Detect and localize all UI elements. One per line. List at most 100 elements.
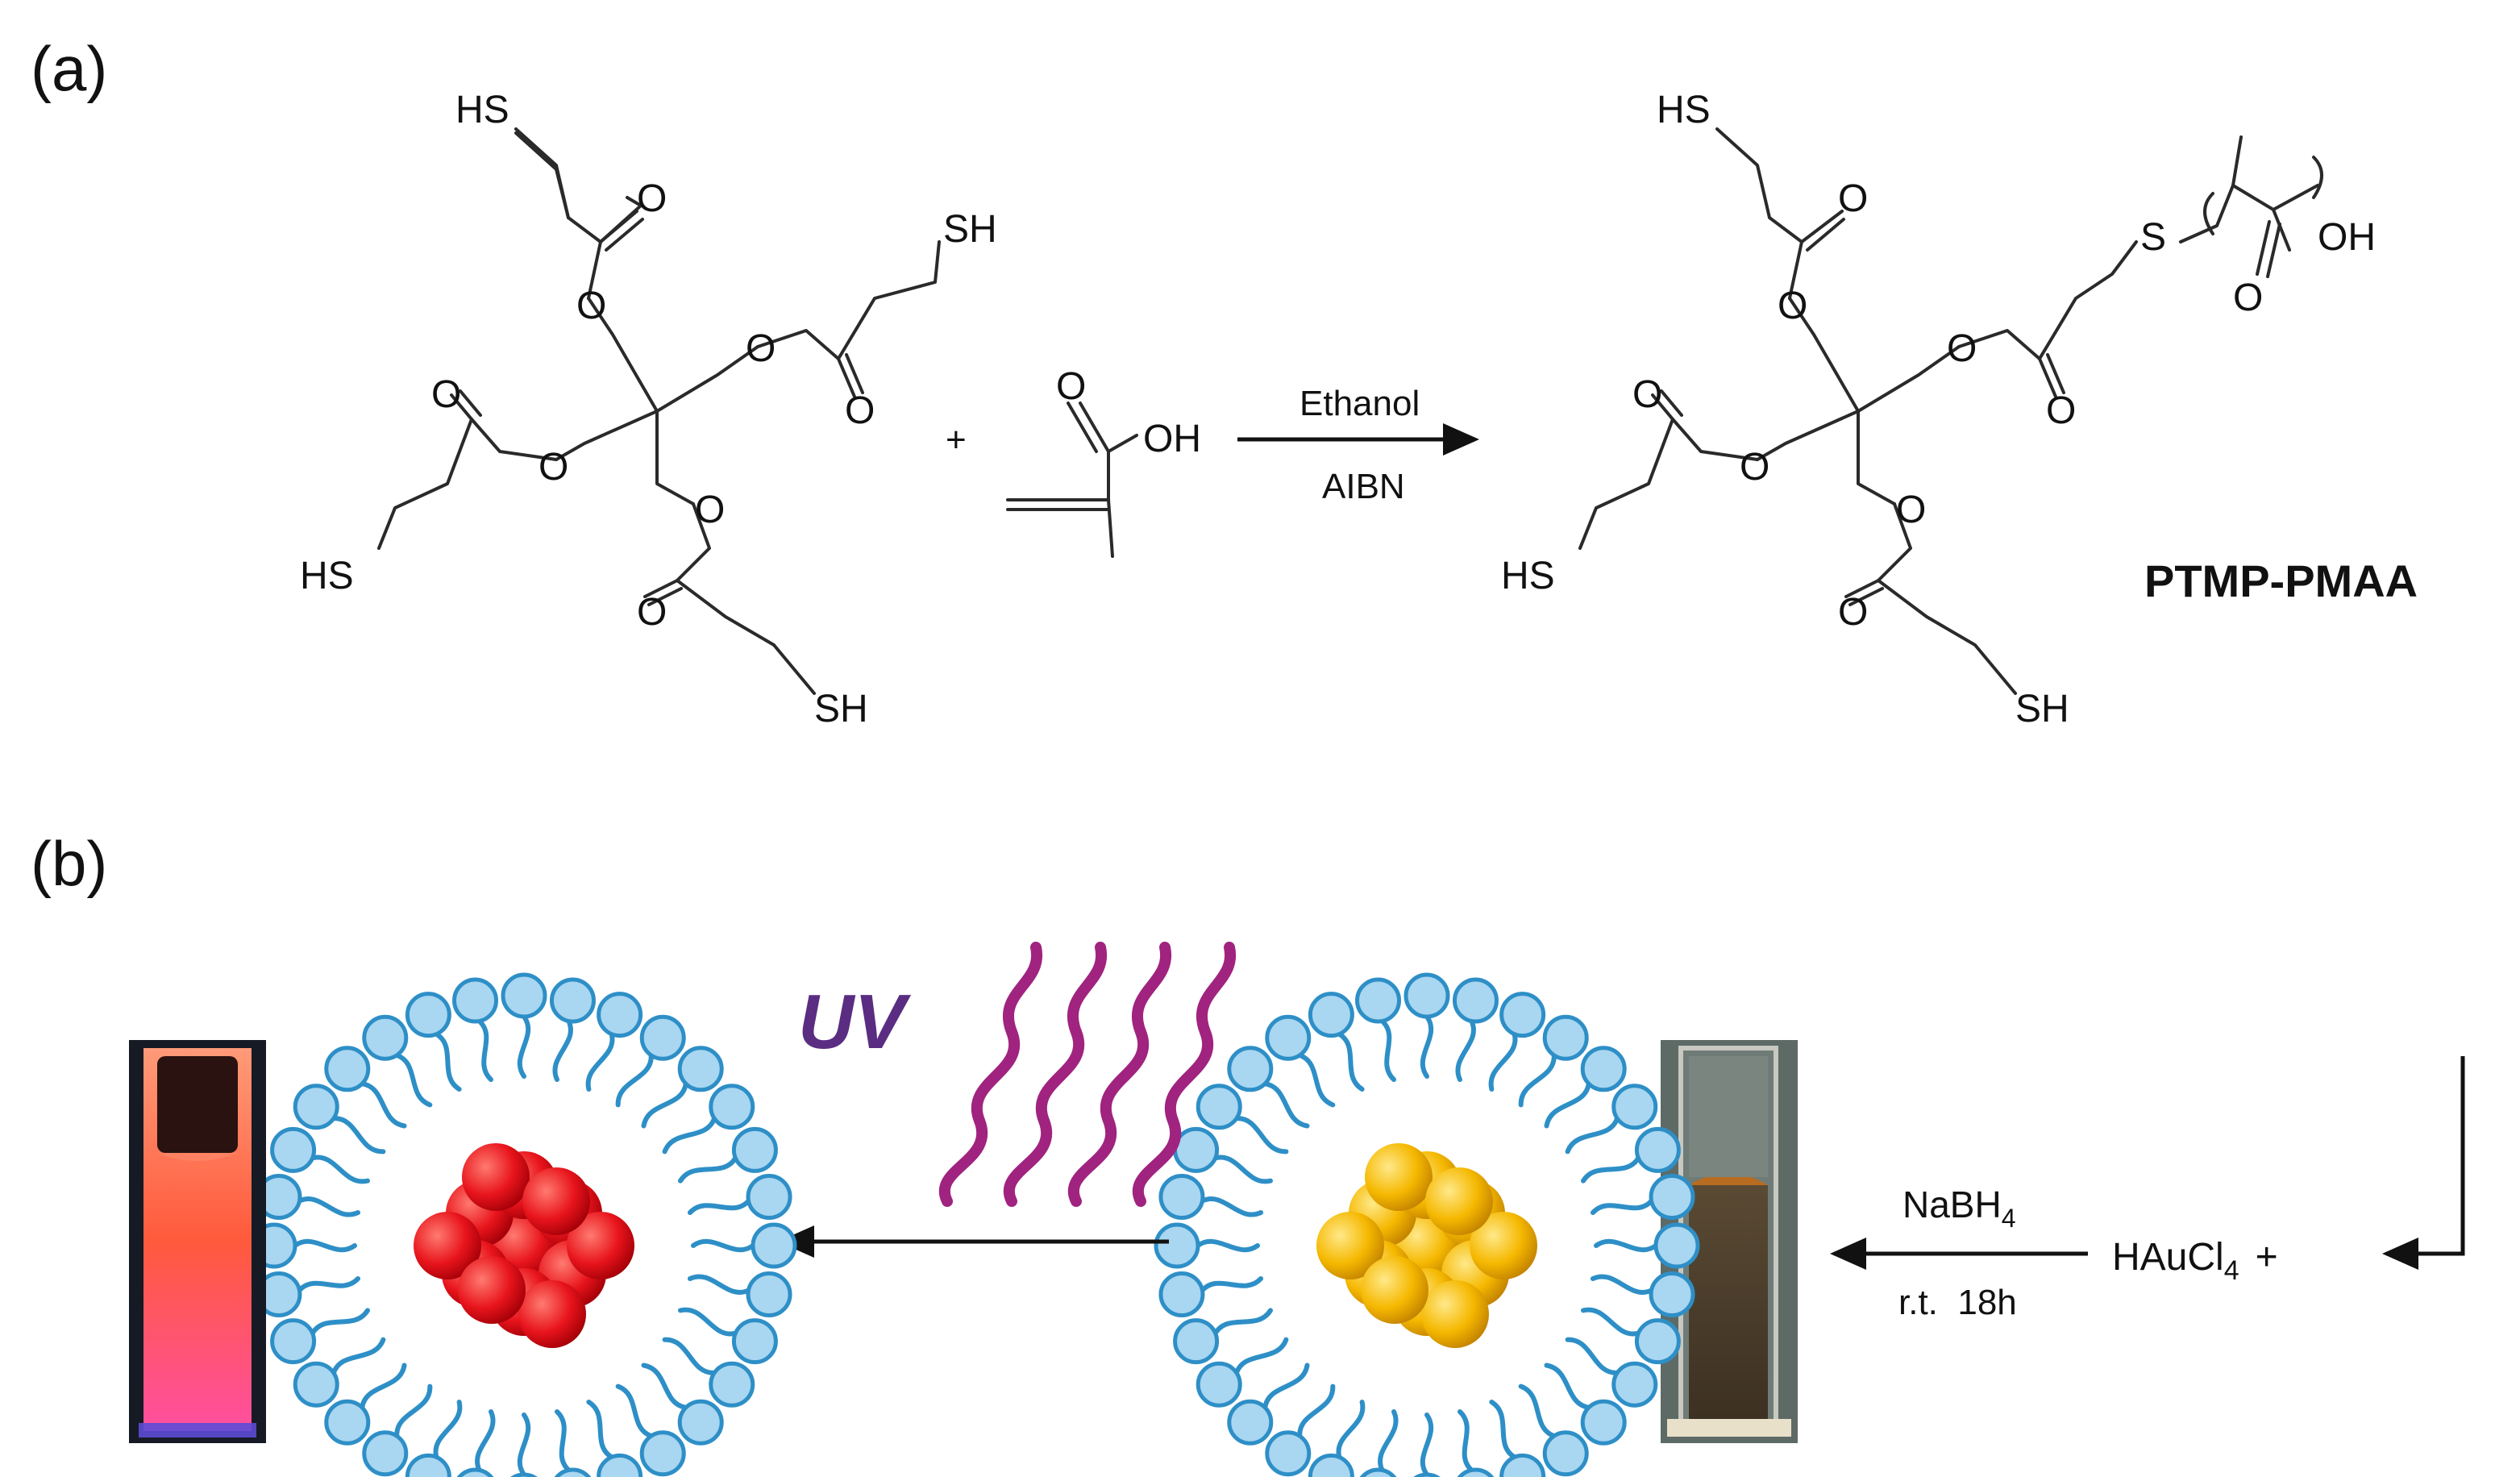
surfactant-tail bbox=[433, 1400, 463, 1460]
surfactant-head bbox=[1413, 1472, 1441, 1477]
maa-o: O bbox=[1056, 365, 1086, 408]
methacrylic-acid: O OH bbox=[1006, 365, 1201, 558]
ptmp-o-ester-top: O bbox=[576, 285, 606, 327]
surfactant-tail bbox=[1565, 1116, 1620, 1155]
cluster-atom bbox=[1421, 1280, 1489, 1348]
surfactant-tail bbox=[615, 1052, 654, 1108]
surfactant-head bbox=[1649, 1271, 1695, 1317]
ptmp-o-ester-bottom: O bbox=[695, 489, 725, 531]
prod-o-carbonyl-right: O bbox=[2046, 389, 2076, 432]
surfactant-tail bbox=[1594, 1238, 1658, 1253]
surfactant-head bbox=[1499, 1453, 1546, 1477]
surfactant-head bbox=[1580, 1046, 1627, 1092]
surfactant-tail bbox=[1489, 1400, 1517, 1460]
surfactant-head bbox=[709, 1361, 755, 1408]
surfactant-head bbox=[1611, 1084, 1658, 1130]
surfactant-head bbox=[362, 1014, 409, 1061]
surfactant-tail bbox=[1518, 1383, 1557, 1439]
surfactant-head bbox=[639, 1430, 686, 1477]
surfactant-tail bbox=[1420, 1014, 1434, 1079]
prod-o-carbonyl-left: O bbox=[1632, 373, 1662, 416]
surfactant-head bbox=[597, 992, 643, 1038]
surfactant-tail bbox=[662, 1337, 717, 1375]
surfactant-head bbox=[1265, 1014, 1312, 1061]
surfactant-tail bbox=[615, 1383, 654, 1439]
surfactant-head bbox=[1355, 977, 1402, 1024]
surfactant-tail bbox=[678, 1155, 738, 1184]
surfactant-tail bbox=[1336, 1400, 1366, 1460]
surfactant-tail bbox=[554, 1408, 572, 1473]
prod-o-carbonyl-top: O bbox=[1838, 177, 1868, 220]
surfactant-tail bbox=[1488, 1031, 1518, 1092]
ptmp-hs-top: HS bbox=[455, 89, 509, 131]
surfactant-tail bbox=[641, 1363, 688, 1410]
ptmp-o-carbonyl-left: O bbox=[431, 373, 461, 416]
surfactant-tail bbox=[1378, 1408, 1399, 1473]
ptmp-pmaa-product: HS O O S OH O O O O O HS O O SH bbox=[1501, 89, 2376, 730]
surfactant-tail bbox=[1544, 1081, 1591, 1129]
surfactant-head bbox=[1173, 1126, 1220, 1173]
surfactant-head bbox=[1634, 1126, 1681, 1173]
surfactant-tail bbox=[1200, 1275, 1264, 1293]
surfactant-head bbox=[549, 977, 596, 1024]
surfactant-tail bbox=[293, 1238, 357, 1253]
surfactant-tail bbox=[552, 1018, 573, 1083]
surfactant-head bbox=[746, 1271, 792, 1317]
hauCl4-start: HAuCl4+ bbox=[2112, 1236, 2278, 1286]
surfactant-tail bbox=[331, 1337, 386, 1375]
ptmp-o-carbonyl-top: O bbox=[637, 177, 667, 220]
micelle-red bbox=[251, 972, 797, 1477]
surfactant-tail bbox=[1212, 1155, 1273, 1184]
surfactant-head bbox=[1542, 1430, 1589, 1477]
panel-label-b: (b) bbox=[31, 828, 107, 899]
prod-o-acid: O bbox=[2233, 277, 2263, 319]
cluster-atom bbox=[1361, 1256, 1428, 1324]
cluster-atom bbox=[1365, 1143, 1433, 1211]
surfactant-head bbox=[362, 1430, 409, 1477]
surfactant-tail bbox=[1337, 1031, 1365, 1092]
surfactant-head bbox=[1359, 1467, 1397, 1477]
surfactant-tail bbox=[475, 1408, 496, 1473]
surfactant-head bbox=[554, 1467, 592, 1477]
surfactant-head bbox=[405, 1453, 451, 1477]
surfactant-tail bbox=[1518, 1052, 1557, 1108]
surfactant-head bbox=[1649, 1174, 1695, 1221]
prod-o-ester-left: O bbox=[1740, 446, 1769, 489]
reagent-top-sub: 4 bbox=[2002, 1204, 2016, 1233]
surfactant-head bbox=[1227, 1399, 1274, 1446]
plus-sign-a: + bbox=[946, 420, 967, 460]
surfactant-tail bbox=[1196, 1238, 1260, 1253]
surfactant-head bbox=[1403, 972, 1450, 1019]
surfactant-head bbox=[1580, 1399, 1627, 1446]
cluster-atom bbox=[1425, 1167, 1493, 1235]
surfactant-tail bbox=[1544, 1363, 1591, 1410]
panel-label-a: (a) bbox=[31, 33, 107, 104]
surfactant-tail bbox=[687, 1274, 751, 1295]
surfactant-tail bbox=[1379, 1018, 1397, 1083]
surfactant-head bbox=[1158, 1174, 1205, 1221]
reaction-arrow-a: Ethanol AIBN bbox=[1237, 384, 1479, 506]
surfactant-head bbox=[405, 992, 451, 1038]
surfactant-tail bbox=[360, 1081, 407, 1129]
surfactant-tail bbox=[662, 1116, 717, 1155]
surfactant-head bbox=[1265, 1430, 1312, 1477]
ptmp-o-carbonyl-right: O bbox=[845, 389, 875, 432]
cluster-atom bbox=[462, 1143, 530, 1211]
prod-oh: OH bbox=[2318, 216, 2376, 259]
reduction-arrow: NaBH4 r.t. 18h bbox=[1830, 1184, 2088, 1322]
cluster-atom bbox=[458, 1256, 526, 1324]
cluster-atom bbox=[567, 1212, 634, 1279]
surfactant-tail bbox=[297, 1275, 361, 1293]
surfactant-head bbox=[452, 977, 499, 1024]
surfactant-head bbox=[1173, 1318, 1220, 1365]
condition-initiator: AIBN bbox=[1322, 467, 1405, 506]
surfactant-tail bbox=[476, 1018, 494, 1083]
surfactant-tail bbox=[1233, 1337, 1289, 1375]
surfactant-tail bbox=[517, 1413, 531, 1477]
surfactant-tail bbox=[691, 1238, 755, 1253]
surfactant-tail bbox=[1212, 1308, 1273, 1336]
surfactant-head bbox=[1653, 1222, 1700, 1269]
surfactant-head bbox=[731, 1318, 778, 1365]
surfactant-head bbox=[1634, 1318, 1681, 1365]
condition-solvent: Ethanol bbox=[1300, 384, 1420, 423]
